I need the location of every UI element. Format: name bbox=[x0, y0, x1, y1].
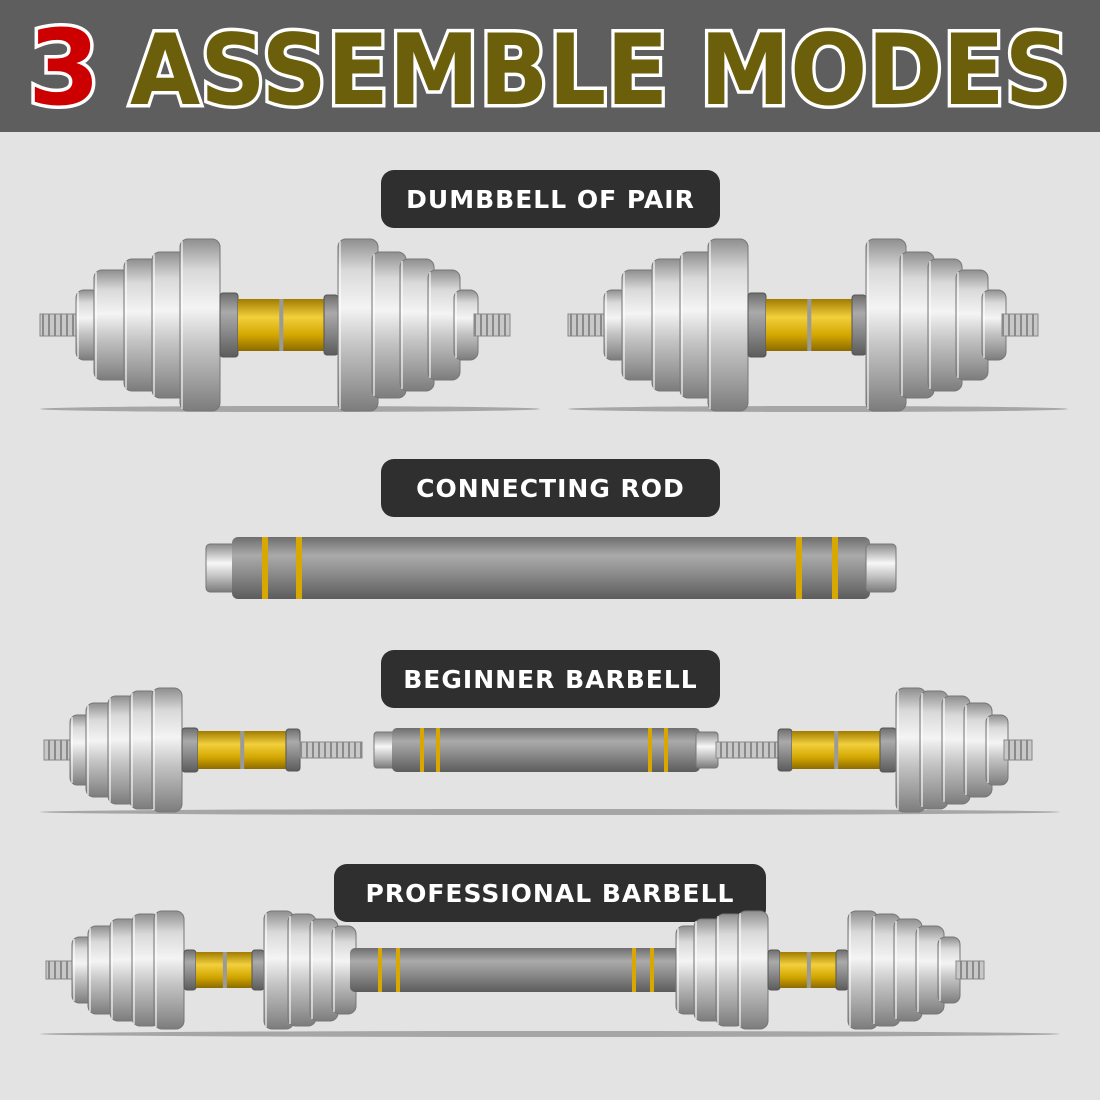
label-professional-barbell: PROFESSIONAL BARBELL bbox=[334, 864, 766, 922]
dumbbell-left bbox=[39, 238, 540, 412]
dumbbell-right bbox=[567, 238, 1068, 412]
header-title-text: ASSEMBLE MODES bbox=[130, 14, 1070, 128]
header-title: 3 ASSEMBLE MODES bbox=[24, 4, 1073, 133]
label-connecting-rod: CONNECTING ROD bbox=[381, 459, 720, 517]
connecting-rod bbox=[205, 537, 897, 599]
label-beginner-barbell: BEGINNER BARBELL bbox=[381, 650, 720, 708]
label-dumbbell-pair: DUMBBELL OF PAIR bbox=[381, 170, 720, 228]
beginner-barbell bbox=[40, 687, 1060, 815]
professional-barbell bbox=[40, 910, 1060, 1037]
header-banner bbox=[0, 0, 1100, 132]
header-number: 3 bbox=[28, 7, 100, 129]
